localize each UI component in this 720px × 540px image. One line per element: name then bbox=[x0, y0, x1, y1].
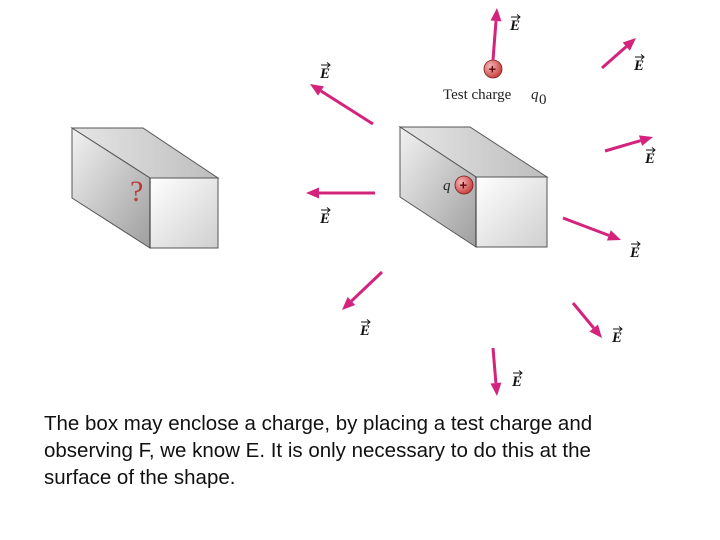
field-label-text: E bbox=[611, 330, 622, 346]
vector-arrow-icon bbox=[646, 147, 656, 153]
field-label: E bbox=[511, 370, 523, 390]
vector-arrow-icon bbox=[513, 370, 523, 376]
field-arrow-head bbox=[490, 8, 502, 22]
field-arrow-head bbox=[342, 297, 356, 310]
field-labels: E E E E E E E E E bbox=[319, 14, 656, 390]
field-label-text: E bbox=[633, 58, 644, 74]
field-arrow-shaft bbox=[604, 139, 641, 153]
test-charge-subscript: 0 bbox=[539, 92, 547, 108]
field-arrow-head bbox=[638, 135, 653, 146]
field-arrow-head bbox=[306, 187, 319, 199]
field-label-text: E bbox=[509, 18, 520, 34]
vector-arrow-icon bbox=[635, 54, 645, 60]
vector-arrow-icon bbox=[321, 62, 331, 68]
field-arrow-head bbox=[589, 324, 602, 338]
field-arrow bbox=[306, 187, 375, 199]
field-arrow bbox=[342, 270, 384, 310]
field-arrow bbox=[562, 216, 621, 241]
vector-arrow-icon bbox=[631, 241, 641, 247]
field-arrow bbox=[490, 8, 502, 61]
electric-field-diagram: ? + q + Test charge q 0 E E E E E E E E E bbox=[70, 8, 656, 396]
unknown-box: ? bbox=[70, 127, 220, 249]
field-label: E bbox=[633, 54, 645, 74]
vector-arrow-icon bbox=[361, 319, 371, 325]
test-charge-symbol: q bbox=[531, 87, 539, 103]
vector-arrow-icon bbox=[321, 207, 331, 213]
vector-arrow-icon bbox=[511, 14, 521, 20]
field-arrow-head bbox=[310, 84, 324, 96]
field-arrows bbox=[306, 8, 653, 396]
field-label: E bbox=[629, 241, 641, 261]
enclosed-charge-label: q bbox=[443, 178, 451, 194]
field-label-text: E bbox=[511, 374, 522, 390]
field-arrow-head bbox=[490, 382, 502, 396]
enclosed-charge-sign: + bbox=[460, 178, 468, 193]
field-label-text: E bbox=[319, 211, 330, 227]
field-arrow bbox=[601, 38, 636, 70]
charge-box bbox=[398, 126, 549, 248]
field-arrow-shaft bbox=[491, 20, 498, 61]
field-arrow bbox=[310, 84, 374, 126]
field-arrow-head bbox=[622, 38, 636, 51]
test-charge: + Test charge q 0 bbox=[443, 59, 547, 108]
field-label: E bbox=[611, 326, 623, 346]
field-arrow-shaft bbox=[571, 302, 595, 329]
field-arrow bbox=[604, 135, 653, 153]
field-arrow bbox=[571, 302, 602, 338]
enclosed-charge: + q bbox=[443, 175, 474, 195]
test-charge-label: Test charge bbox=[443, 87, 512, 103]
field-label: E bbox=[319, 207, 331, 227]
field-arrow-shaft bbox=[562, 216, 610, 237]
field-arrow bbox=[490, 347, 502, 396]
field-arrow-shaft bbox=[601, 45, 628, 70]
test-charge-sign: + bbox=[489, 62, 497, 77]
vector-arrow-icon bbox=[613, 326, 623, 332]
field-label: E bbox=[319, 62, 331, 82]
field-arrow-shaft bbox=[491, 347, 498, 384]
caption: The box may enclose a charge, by placing… bbox=[44, 412, 593, 489]
field-label: E bbox=[644, 147, 656, 167]
field-arrow-head bbox=[606, 230, 621, 241]
field-label: E bbox=[509, 14, 521, 34]
field-label-text: E bbox=[319, 66, 330, 82]
field-label: E bbox=[359, 319, 371, 339]
question-mark: ? bbox=[130, 175, 143, 208]
field-arrow-shaft bbox=[350, 270, 384, 303]
field-label-text: E bbox=[359, 323, 370, 339]
field-arrow-shaft bbox=[320, 89, 374, 126]
field-label-text: E bbox=[644, 151, 655, 167]
field-label-text: E bbox=[629, 245, 640, 261]
